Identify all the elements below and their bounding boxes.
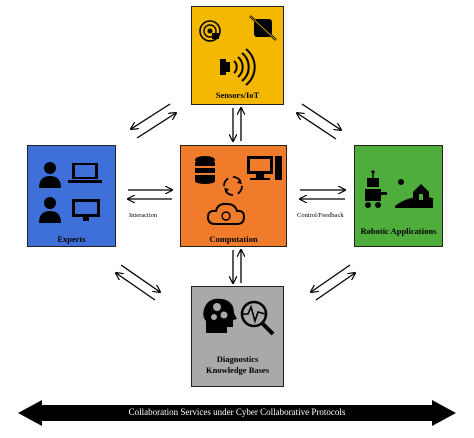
robotic-applications-node: Robotic Applications xyxy=(354,145,443,247)
diagnostics-knowledge-bases-node: Diagnostics Knowledge Bases xyxy=(191,286,284,387)
computation-node: Computation xyxy=(180,145,287,247)
chip-no-signal-icon xyxy=(249,15,277,41)
arrow-robotic-diagnostics xyxy=(311,264,355,301)
computation-icons xyxy=(195,156,282,225)
arrow-experts-diagnostics xyxy=(116,264,160,301)
robot-icon xyxy=(365,170,387,208)
arrow-sensors-experts xyxy=(131,103,176,139)
head-gears-icon xyxy=(203,298,237,333)
sensor-dial-icon xyxy=(199,20,221,42)
control-feedback-edge-label: Control/Feedback xyxy=(297,212,344,219)
magnifier-pulse-icon xyxy=(240,300,275,336)
diagnostics-icons xyxy=(203,298,275,336)
robotic-icons xyxy=(365,170,433,208)
diagnostics-label-line2: Knowledge Bases xyxy=(205,365,270,375)
person-laptop-icon xyxy=(39,162,102,188)
arrow-sensors-robotic xyxy=(297,103,341,140)
arrow-computation-robotic xyxy=(300,190,345,199)
computation-label: Computation xyxy=(209,234,258,244)
person-monitor-icon xyxy=(39,197,100,223)
interaction-edge-label: Interaction xyxy=(129,212,158,219)
experts-node: Experts xyxy=(27,145,116,247)
arrow-experts-computation xyxy=(128,190,172,199)
arrow-computation-diagnostics xyxy=(233,250,241,283)
database-icon xyxy=(195,156,215,184)
desktop-computer-icon xyxy=(247,156,282,180)
experts-icons xyxy=(39,162,102,223)
cloud-sync-icon xyxy=(206,202,246,225)
wireless-signal-icon xyxy=(220,48,256,86)
sensors-iot-node: Sensors/IoT xyxy=(191,6,284,105)
farm-field-icon xyxy=(395,179,433,208)
arrow-sensors-computation xyxy=(233,108,241,141)
sensor-icons xyxy=(199,15,277,86)
diagnostics-label-line1: Diagnostics xyxy=(216,354,259,364)
banner-arrow xyxy=(18,400,456,426)
robotic-applications-label: Robotic Applications xyxy=(360,226,437,236)
sensors-iot-label: Sensors/IoT xyxy=(215,90,260,100)
cycle-arrows-icon xyxy=(223,176,243,196)
collaboration-banner-text: Collaboration Services under Cyber Colla… xyxy=(128,407,346,417)
experts-label: Experts xyxy=(57,234,86,244)
